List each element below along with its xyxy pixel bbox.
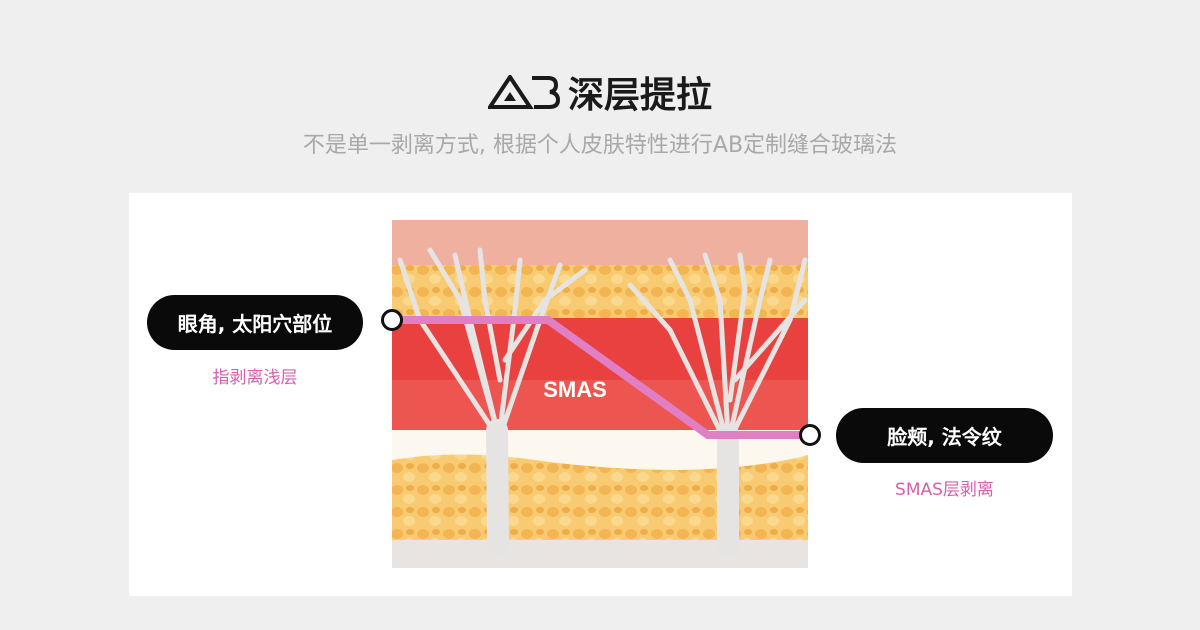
- ligament-tree-right: [627, 252, 808, 556]
- right-callout-pill: 脸颊, 法令纹: [836, 408, 1053, 463]
- title-text: 深层提拉: [567, 75, 712, 116]
- left-marker-dot: [381, 309, 403, 331]
- dissection-path-line: [392, 316, 810, 439]
- left-callout-sub: 指剥离浅层: [212, 368, 298, 388]
- ab-logo-icon: [487, 75, 560, 109]
- bone-layer: [392, 540, 808, 568]
- subtitle: 不是单一剥离方式, 根据个人皮肤特性进行AB定制缝合玻璃法: [302, 133, 898, 158]
- right-marker-dot: [799, 424, 821, 446]
- lower-fat-layer: [392, 454, 808, 545]
- left-callout-pill: 眼角, 太阳穴部位: [147, 295, 363, 350]
- right-callout-label: 脸颊, 法令纹: [887, 425, 1002, 449]
- right-callout-sub: SMAS层剥离: [895, 480, 994, 500]
- left-callout-label: 眼角, 太阳穴部位: [177, 312, 333, 336]
- smas-label: SMAS: [543, 377, 607, 402]
- page-title: 深层提拉: [0, 66, 1200, 118]
